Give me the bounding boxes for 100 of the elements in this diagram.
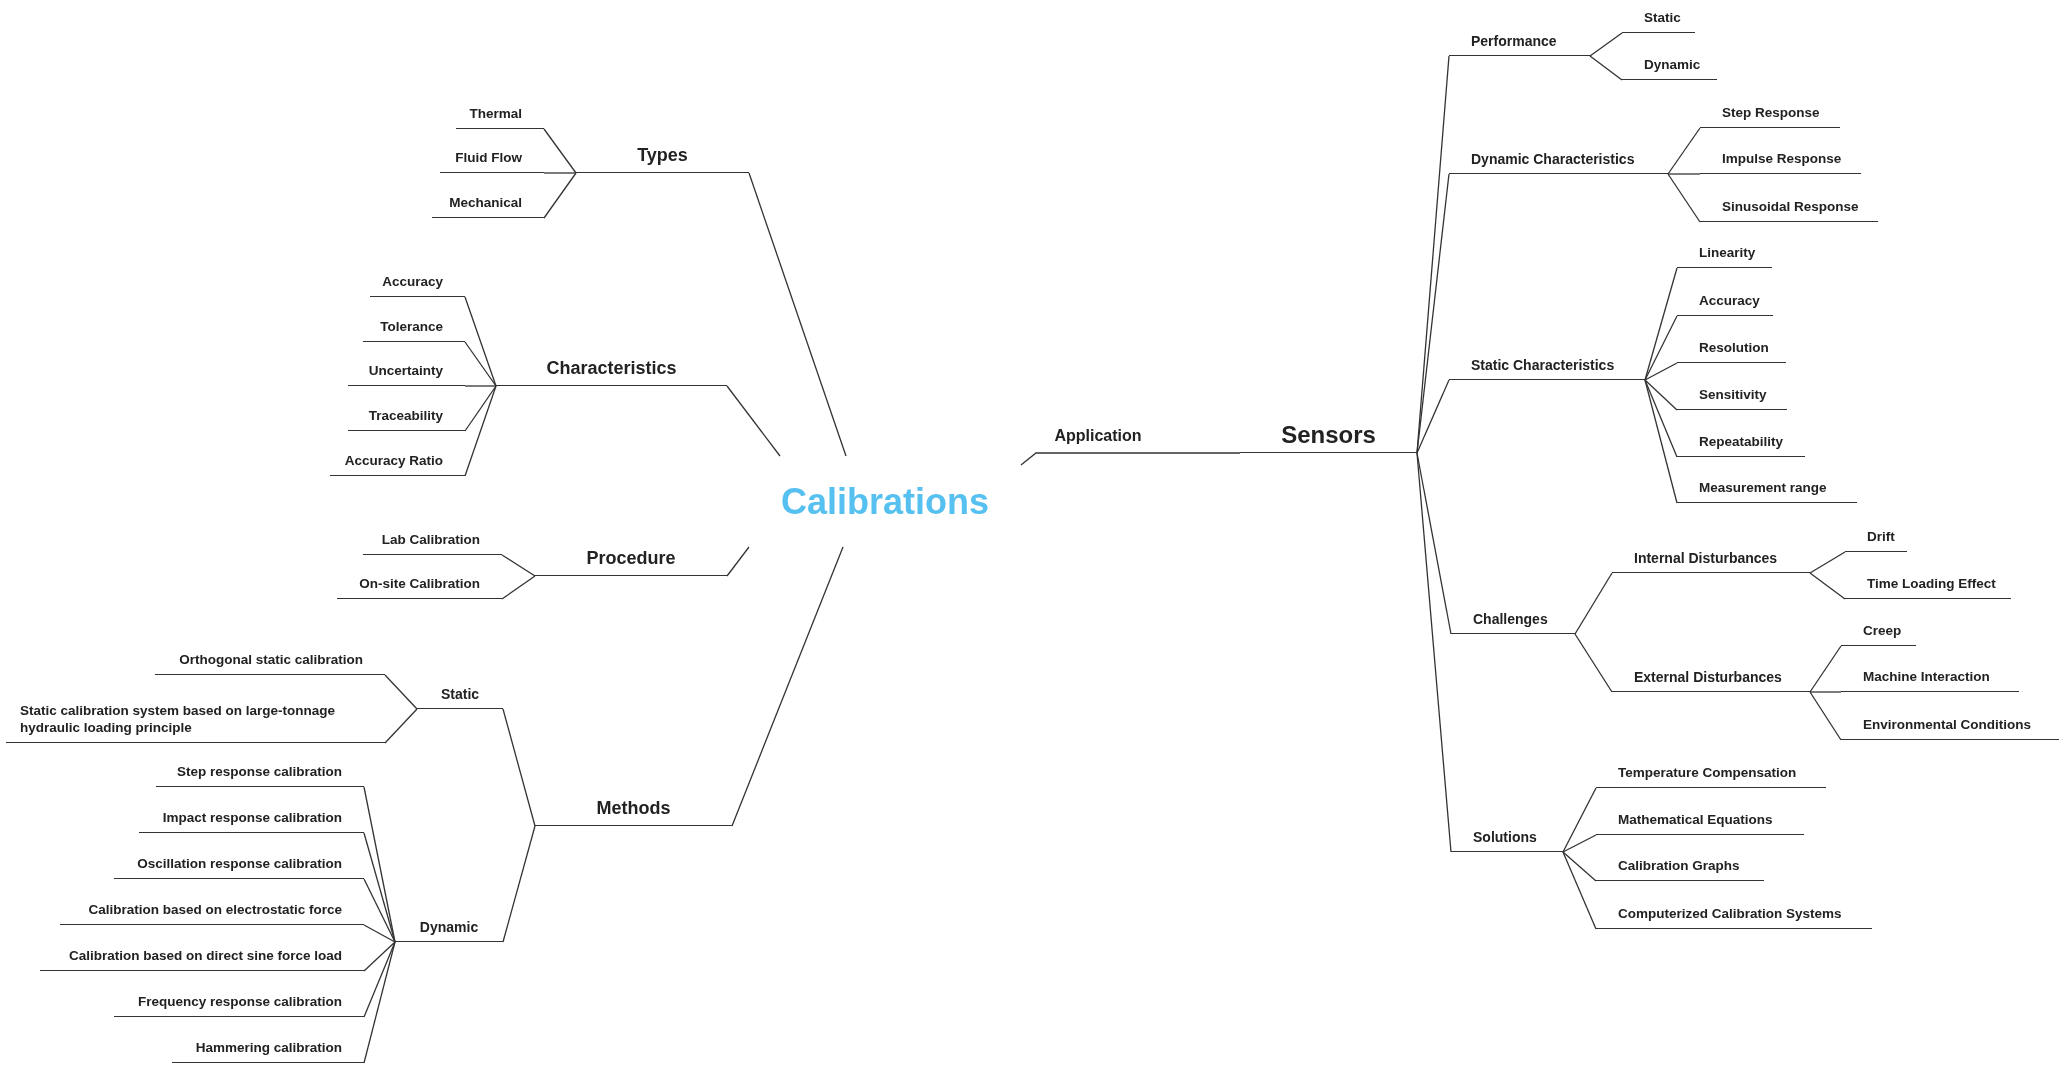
leaf-topic: Hammering calibration (172, 1039, 364, 1063)
connector-line (1644, 379, 1678, 411)
leaf-topic: Step response calibration (156, 763, 364, 787)
leaf-topic: Sensitivity (1677, 386, 1787, 410)
leaf-topic: Resolution (1677, 339, 1786, 363)
leaf-topic: Computerized Calibration Systems (1596, 905, 1872, 929)
connector-line (1644, 379, 1678, 458)
leaf-topic: Environmental Conditions (1841, 716, 2059, 740)
connector-line (543, 172, 577, 219)
connector-line (363, 941, 396, 1018)
subtopic: External Disturbances (1612, 667, 1810, 692)
connector-line (1589, 32, 1623, 57)
leaf-topic: Step Response (1700, 104, 1840, 128)
subtopic: Characteristics (496, 356, 727, 386)
connector-line (1809, 551, 1846, 574)
connector-line (1644, 379, 1678, 504)
connector-line (1809, 645, 1842, 693)
connector-line (384, 708, 418, 744)
main-topic: Sensors (1240, 418, 1417, 453)
connector-line (363, 941, 396, 1064)
leaf-topic: Static (1622, 9, 1695, 33)
leaf-topic: Orthogonal static calibration (155, 651, 385, 675)
connector-line (748, 172, 847, 457)
leaf-topic: Tolerance (363, 318, 465, 342)
connector-line (731, 546, 844, 827)
connector-line (1574, 633, 1613, 693)
connector-line (1809, 691, 1842, 693)
connector-line (1562, 834, 1597, 853)
connector-line (1020, 452, 1241, 466)
leaf-topic: Calibration based on electrostatic force (60, 901, 364, 925)
connector-line (1644, 362, 1678, 381)
leaf-topic: Static calibration system based on large-tonnage hydraulic loading principle (6, 701, 385, 743)
subtopic: Static Characteristics (1449, 355, 1645, 380)
connector-line (501, 575, 536, 600)
connector-line (1809, 572, 1846, 600)
connector-line (1667, 127, 1701, 175)
connector-line (1562, 851, 1597, 930)
connector-line (1644, 315, 1678, 381)
connector-line (543, 128, 577, 174)
connector-line (543, 172, 577, 174)
subtopic: Procedure (535, 546, 727, 576)
connector-line (1416, 55, 1450, 454)
connector-line (464, 341, 497, 387)
connector-line (1809, 691, 1842, 741)
central-topic: Calibrations (749, 456, 1021, 547)
edge-label: Application (1054, 427, 1142, 446)
connector-line (726, 385, 781, 457)
subtopic: Solutions (1451, 827, 1563, 852)
subtopic: Performance (1449, 31, 1590, 56)
leaf-topic: Time Loading Effect (1845, 575, 2011, 599)
connector-line (363, 941, 396, 972)
leaf-topic: Dynamic (1622, 56, 1717, 80)
connector-line (1562, 851, 1597, 882)
leaf-topic: Calibration based on direct sine force load (40, 947, 364, 971)
connector-line (384, 674, 418, 710)
leaf-topic: Lab Calibration (363, 531, 502, 555)
leaf-topic: Uncertainty (348, 362, 465, 386)
connector-line (1589, 55, 1623, 81)
leaf-topic: Repeatability (1677, 433, 1805, 457)
leaf-topic: Accuracy Ratio (330, 452, 465, 476)
leaf-topic: Fluid Flow (440, 149, 544, 173)
leaf-topic: Creep (1841, 622, 1916, 646)
connector-line (1416, 452, 1452, 853)
leaf-topic: Measurement range (1677, 479, 1857, 503)
leaf-topic: Oscillation response calibration (114, 855, 364, 879)
leaf-topic: On-site Calibration (337, 575, 502, 599)
connector-line (1667, 173, 1701, 175)
connector-line (502, 825, 536, 943)
leaf-topic: Drift (1845, 528, 1907, 552)
leaf-topic: Traceability (348, 407, 465, 431)
connector-line (501, 554, 536, 577)
connector-line (464, 296, 497, 387)
connector-line (464, 385, 497, 387)
subtopic: Methods (535, 796, 732, 826)
leaf-topic: Mathematical Equations (1596, 811, 1804, 835)
leaf-topic: Linearity (1677, 244, 1772, 268)
connector-line (1574, 572, 1613, 635)
connector-line (1562, 787, 1597, 853)
leaf-topic: Calibration Graphs (1596, 857, 1764, 881)
leaf-topic: Temperature Compensation (1596, 764, 1826, 788)
leaf-topic: Mechanical (432, 194, 544, 218)
connector-line (502, 708, 536, 827)
connector-line (363, 878, 396, 943)
leaf-topic: Accuracy (370, 273, 465, 297)
leaf-topic: Frequency response calibration (114, 993, 364, 1017)
connector-line (464, 385, 497, 432)
connector-line (464, 385, 497, 477)
subtopic: Dynamic Characteristics (1449, 149, 1668, 174)
connector-line (1416, 379, 1450, 454)
subtopic: Internal Disturbances (1612, 548, 1810, 573)
connector-line (1667, 173, 1701, 223)
subtopic: Challenges (1451, 609, 1575, 634)
leaf-topic: Impact response calibration (139, 809, 364, 833)
leaf-topic: Accuracy (1677, 292, 1773, 316)
subtopic: Types (576, 143, 749, 173)
leaf-topic: Thermal (456, 105, 544, 129)
leaf-topic: Machine Interaction (1841, 668, 2019, 692)
connector-line (1644, 267, 1678, 381)
subtopic: Static (417, 684, 503, 709)
leaf-topic: Sinusoidal Response (1700, 198, 1878, 222)
